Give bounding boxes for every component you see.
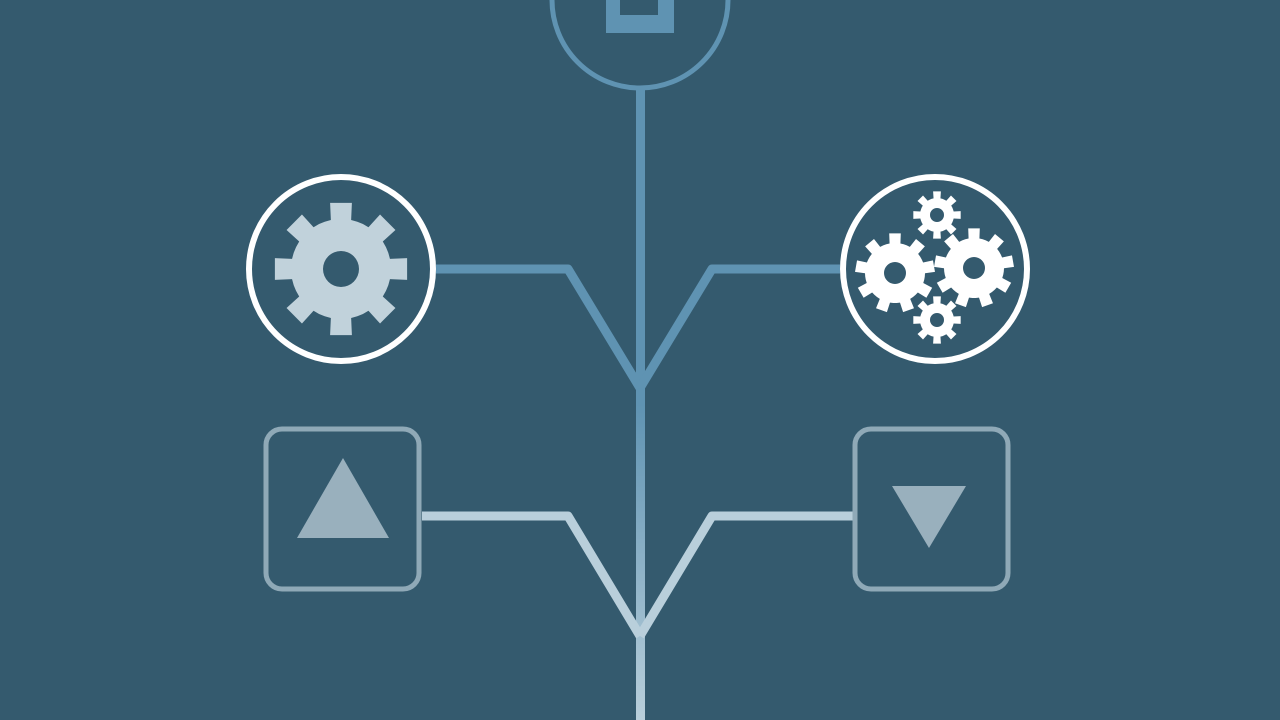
trunk-line (636, 90, 645, 720)
left-arrow-node (263, 426, 422, 592)
top-node (549, 0, 731, 91)
gears-icon (855, 191, 1014, 344)
gear-shape (274, 202, 408, 336)
gear-large-left (855, 233, 935, 313)
right-gears-node (840, 174, 1030, 364)
gear-icon (274, 202, 408, 336)
gear-large-right (934, 228, 1014, 308)
square-icon (606, 0, 674, 33)
upper-left-branch (436, 264, 644, 391)
gear-small-bottom (913, 296, 961, 344)
right-arrow-node (852, 426, 1011, 592)
triangle-up-icon (297, 458, 389, 538)
gear-small-top (913, 191, 961, 239)
lower-right-branch (636, 511, 855, 639)
left-gear-node (246, 174, 436, 364)
upper-right-branch (636, 264, 840, 391)
lower-left-branch (422, 511, 644, 639)
triangle-down-icon (892, 486, 966, 548)
